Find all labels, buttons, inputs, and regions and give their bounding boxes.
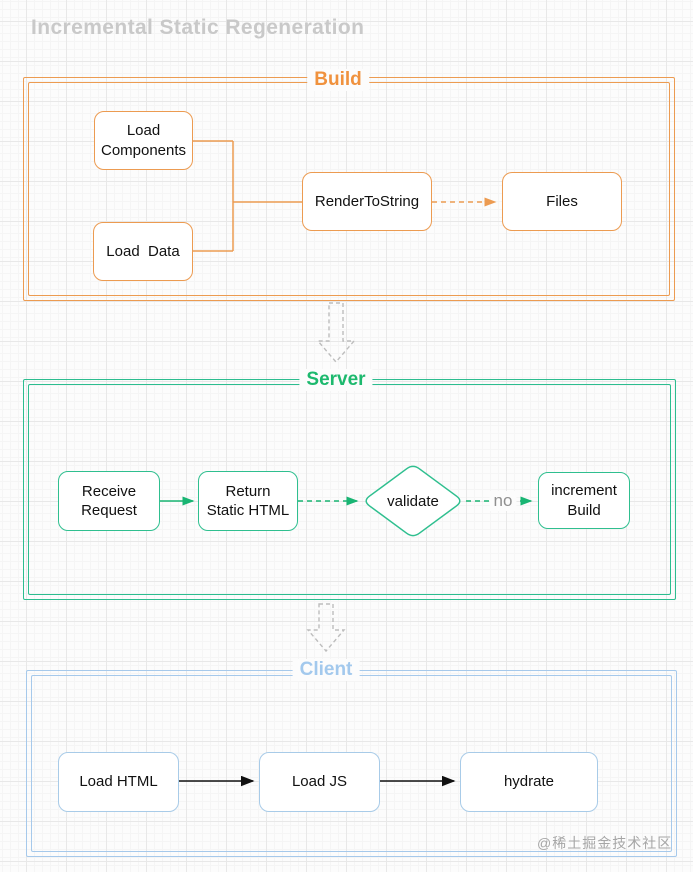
- node-validate-label: validate: [387, 492, 439, 510]
- validate-diamond: [365, 465, 461, 537]
- node-receive-request: Receive Request: [58, 471, 160, 531]
- build-section-label: Build: [307, 69, 369, 91]
- client-section-label: Client: [292, 659, 360, 681]
- watermark: @稀土掘金技术社区: [537, 835, 673, 851]
- node-hydrate: hydrate: [460, 752, 598, 812]
- node-render-to-string: RenderToString: [302, 172, 432, 231]
- node-load-components: Load Components: [94, 111, 193, 170]
- edge-label-no: no: [489, 491, 517, 511]
- node-files: Files: [502, 172, 622, 231]
- down-arrow-icon: [306, 603, 346, 653]
- diagram-title: Incremental Static Regeneration: [31, 16, 365, 39]
- node-return-static-html: Return Static HTML: [198, 471, 298, 531]
- build-merge-connector: [193, 140, 302, 252]
- server-section-label: Server: [299, 369, 373, 391]
- down-arrow-icon: [316, 302, 356, 364]
- node-load-data: Load Data: [93, 222, 193, 281]
- node-increment-build: increment Build: [538, 472, 630, 529]
- node-load-html: Load HTML: [58, 752, 179, 812]
- node-load-js: Load JS: [259, 752, 380, 812]
